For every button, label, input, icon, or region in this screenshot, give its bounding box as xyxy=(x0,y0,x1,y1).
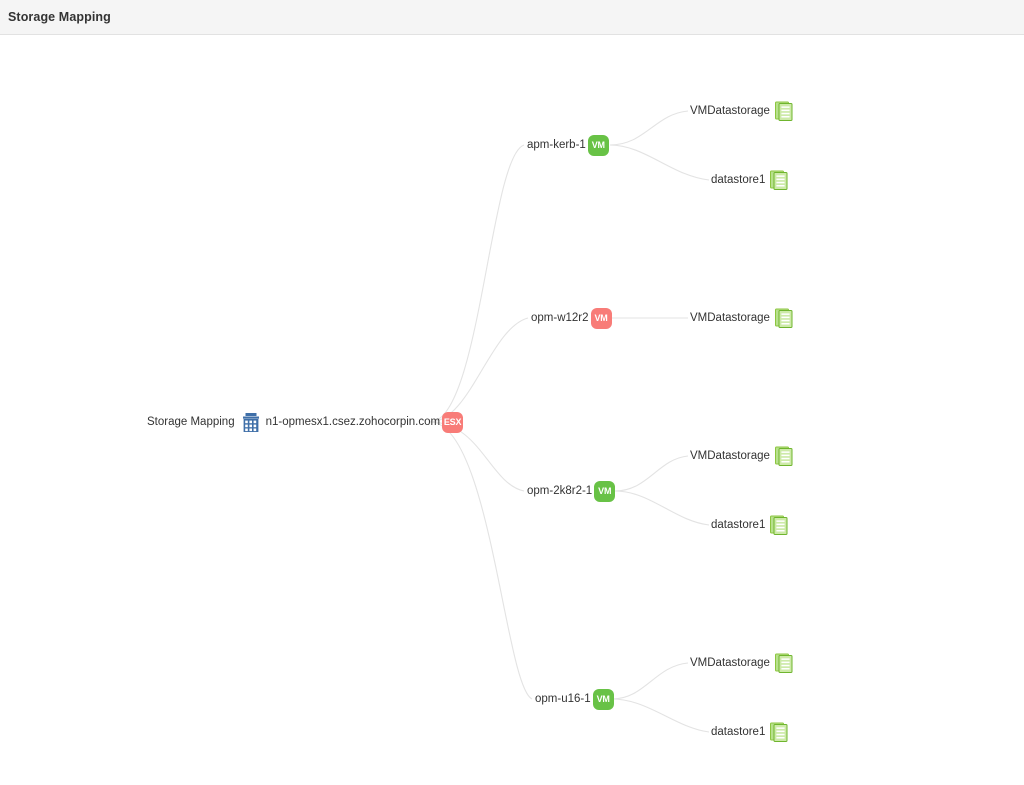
datastore-icon xyxy=(770,170,790,191)
esx-badge[interactable]: ESX xyxy=(442,411,464,433)
node-esx-host[interactable]: Storage Mapping n1-opmesx1.csez.zohocorpi… xyxy=(147,411,464,433)
graph-edge xyxy=(611,662,689,700)
graph-edge xyxy=(609,144,710,181)
vm-badge[interactable]: VM xyxy=(587,134,609,156)
node-datastore[interactable]: datastore1 xyxy=(711,514,790,536)
graph-edge xyxy=(429,421,533,700)
vm-badge[interactable]: VM xyxy=(590,307,612,329)
vm-label: opm-2k8r2-1 xyxy=(527,485,593,497)
node-datastore[interactable]: VMDatastorage xyxy=(690,652,795,674)
datastore-label: VMDatastorage xyxy=(690,312,770,324)
node-datastore[interactable]: VMDatastorage xyxy=(690,100,795,122)
building-icon xyxy=(240,412,262,433)
datastore-icon xyxy=(770,515,790,536)
graph-edge xyxy=(429,317,529,423)
vm-badge[interactable]: VM xyxy=(592,688,614,710)
datastore-label: VMDatastorage xyxy=(690,657,770,669)
page-title: Storage Mapping xyxy=(8,10,111,24)
graph-edge xyxy=(614,490,710,526)
datastore-icon xyxy=(774,653,795,674)
graph-edge xyxy=(614,455,689,492)
vm-label: apm-kerb-1 xyxy=(527,139,586,151)
graph-edge xyxy=(611,698,710,733)
datastore-label: datastore1 xyxy=(711,174,766,186)
datastore-label: VMDatastorage xyxy=(690,105,770,117)
datastore-icon xyxy=(774,446,795,467)
datastore-icon xyxy=(774,308,795,329)
datastore-icon xyxy=(770,722,790,743)
vm-label: opm-u16-1 xyxy=(535,693,591,705)
datastore-label: datastore1 xyxy=(711,519,766,531)
graph-canvas[interactable]: Storage Mapping n1-opmesx1.csez.zohocorpi… xyxy=(0,36,1024,785)
window-titlebar: Storage Mapping xyxy=(0,0,1024,35)
node-datastore[interactable]: VMDatastorage xyxy=(690,307,795,329)
datastore-label: datastore1 xyxy=(711,726,766,738)
node-datastore[interactable]: datastore1 xyxy=(711,169,790,191)
esx-host-label: n1-opmesx1.csez.zohocorpin.com xyxy=(265,416,441,428)
node-datastore[interactable]: VMDatastorage xyxy=(690,445,795,467)
root-label: Storage Mapping xyxy=(147,416,235,428)
node-datastore[interactable]: datastore1 xyxy=(711,721,790,743)
datastore-label: VMDatastorage xyxy=(690,450,770,462)
datastore-icon xyxy=(774,101,795,122)
graph-edge xyxy=(429,144,525,423)
graph-edge xyxy=(609,110,689,146)
vm-label: opm-w12r2 xyxy=(531,312,589,324)
vm-badge[interactable]: VM xyxy=(594,480,616,502)
